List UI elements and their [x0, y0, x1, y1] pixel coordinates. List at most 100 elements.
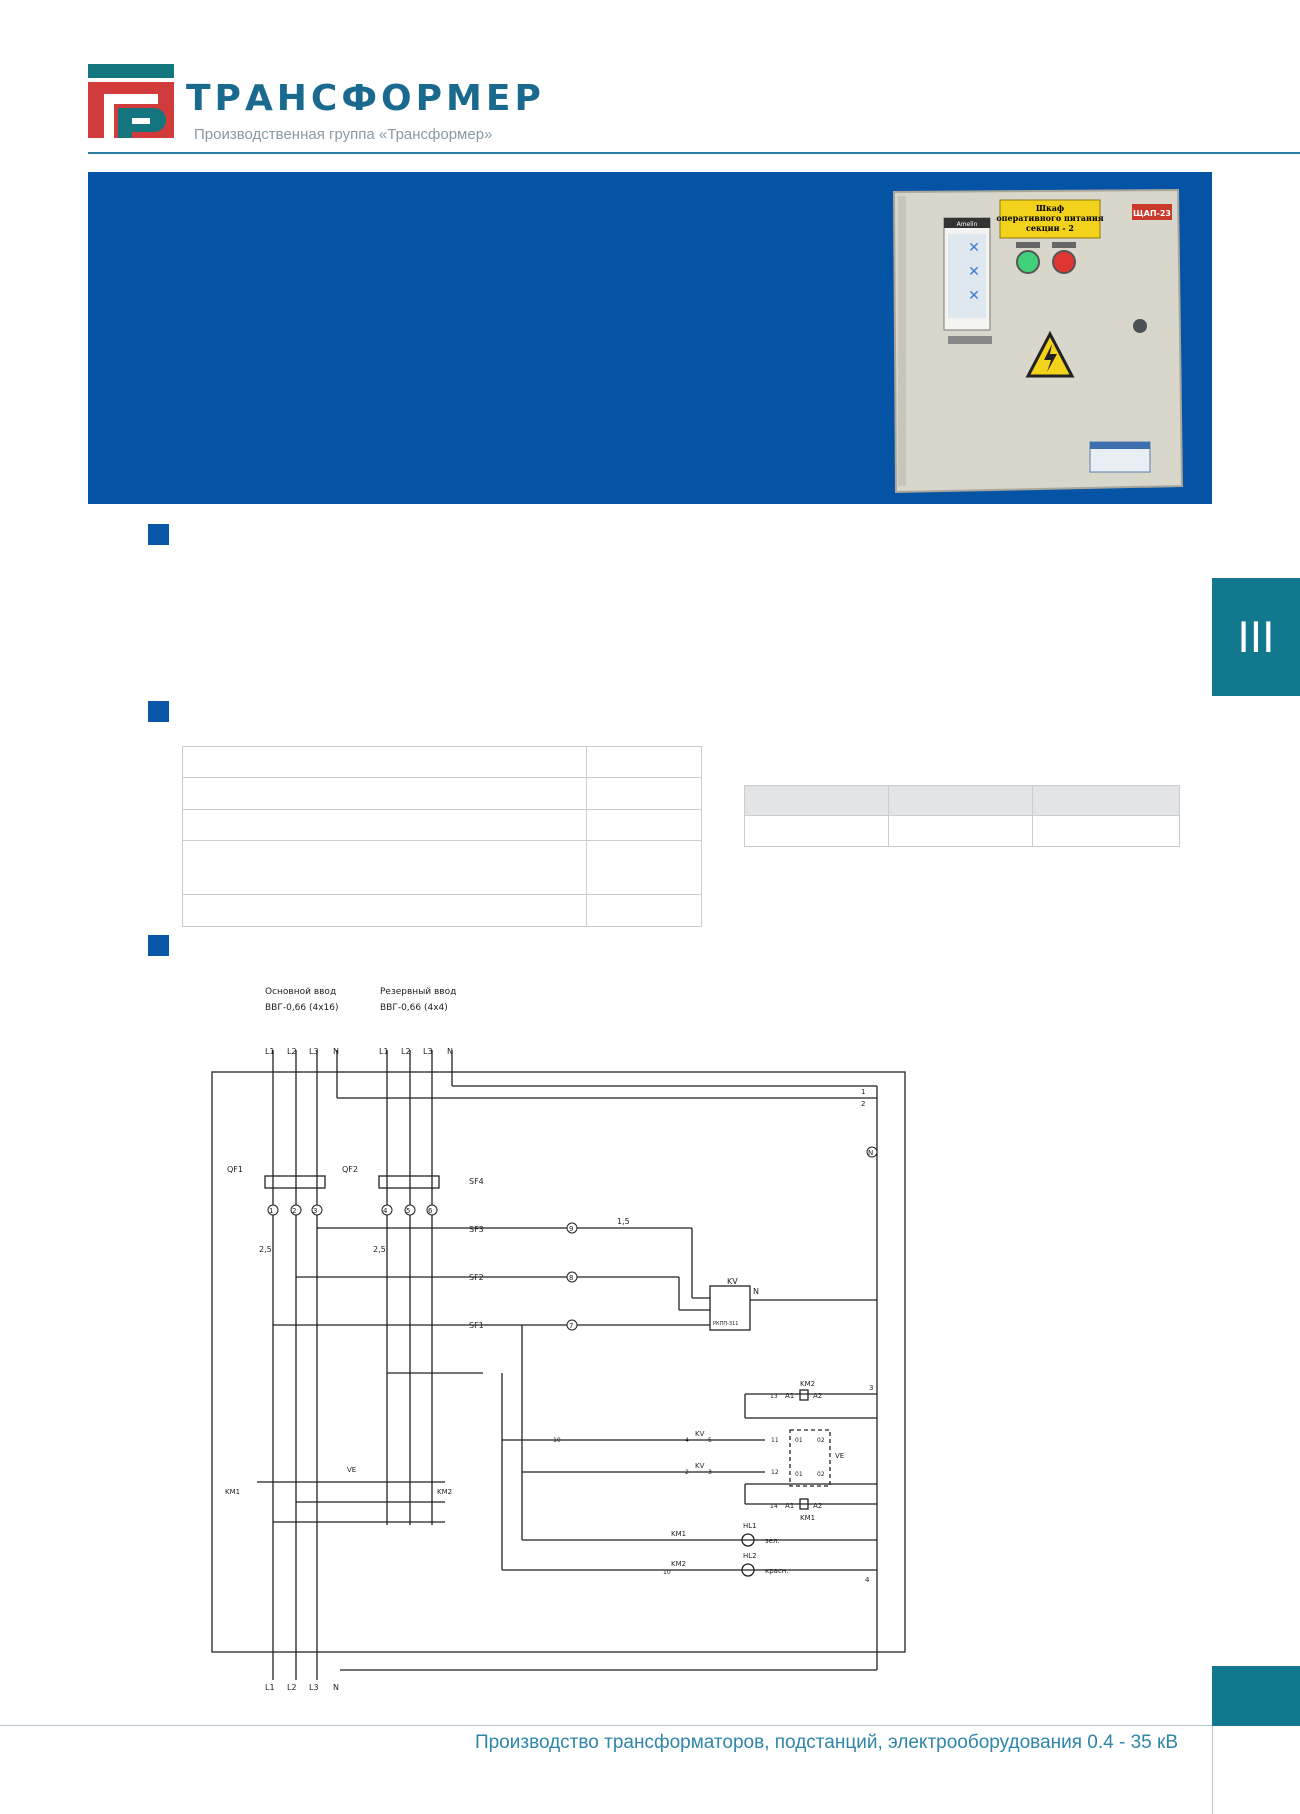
table-row	[181, 840, 702, 895]
brand-name: ТРАНСФОРМЕР	[186, 78, 545, 119]
contactor-label: KM2	[800, 1380, 815, 1388]
table-row	[181, 809, 702, 841]
circuit-marker: 4	[383, 1207, 388, 1215]
footer-vertical-rule	[1212, 1726, 1213, 1814]
marker-number: 12	[771, 1469, 779, 1476]
relay-brand: Amelin	[957, 221, 978, 228]
svg-text:✕: ✕	[968, 287, 980, 303]
contactor-label: KM1	[800, 1514, 815, 1522]
wire-marker: 7	[569, 1322, 573, 1330]
plate-title-line-2: оперативного питания	[996, 213, 1103, 223]
wire-marker: 9	[569, 1225, 573, 1233]
interlock-label: VE	[835, 1452, 844, 1460]
relay-model: РКПП-311	[713, 1321, 738, 1327]
lamp-label: HL1	[743, 1522, 757, 1530]
brand-subtitle: Производственная группа «Трансформер»	[194, 126, 493, 143]
contact-mark: 02	[817, 1437, 825, 1444]
phase-label: N	[333, 1683, 339, 1692]
coil-terminal: A1	[785, 1392, 794, 1400]
wire-section: 2,5	[373, 1245, 386, 1254]
kv-contact-label: KV	[695, 1430, 705, 1438]
table-row	[181, 894, 702, 927]
header-rule	[88, 152, 1300, 154]
auto-switch-label: SF4	[469, 1177, 484, 1186]
main-input-label: Основной ввод	[265, 987, 336, 997]
main-input-cable: ВВГ-0,66 (4х16)	[265, 1003, 339, 1013]
phase-label: L3	[309, 1047, 319, 1056]
lamp-label: HL2	[743, 1552, 757, 1560]
circuit-marker: 2	[292, 1207, 296, 1215]
svg-text:✕: ✕	[968, 263, 980, 279]
phase-label: L3	[309, 1683, 319, 1692]
terminal-number: 3	[869, 1384, 873, 1392]
footer-text: Производство трансформаторов, подстанций…	[474, 1732, 1178, 1753]
section-marker-schematic	[148, 935, 169, 956]
contactor-label: KM1	[225, 1488, 240, 1496]
marker-number: 14	[770, 1503, 778, 1510]
kv-contact-number: 2	[685, 1469, 689, 1476]
circuit-marker: 3	[313, 1207, 317, 1215]
contact-mark: 01	[795, 1437, 803, 1444]
plate-title-line-3: секции - 2	[1026, 223, 1074, 233]
terminal-number: 4	[865, 1576, 870, 1584]
coil-terminal: A1	[785, 1502, 794, 1510]
contactor-label: KM2	[671, 1560, 686, 1568]
phase-label: N	[333, 1047, 339, 1056]
phase-label: L3	[423, 1047, 433, 1056]
footer-rule	[0, 1725, 1212, 1726]
kv-contact-number: 3	[708, 1469, 712, 1476]
lamp-red-label: красн.	[765, 1567, 789, 1575]
marker-number: 10	[663, 1569, 671, 1576]
relay-neutral: N	[753, 1287, 759, 1296]
svg-text:✕: ✕	[968, 239, 980, 255]
wire-section: 1,5	[617, 1217, 630, 1226]
kv-contact-number: 5	[708, 1437, 712, 1444]
plate-code: ЩАП-23	[1133, 209, 1171, 218]
marker-number: 13	[770, 1393, 778, 1400]
relay-kv-label: KV	[727, 1277, 738, 1286]
chapter-tab-label: III	[1237, 612, 1275, 662]
terminal-number: 2	[861, 1100, 865, 1108]
marker-number: 11	[771, 1437, 779, 1444]
company-logo	[88, 64, 174, 138]
wiring-schematic: Основной ввод ВВГ-0,66 (4х16) Резервный …	[211, 987, 906, 1692]
kv-contact-number: 4	[685, 1437, 689, 1444]
table-header-row	[743, 785, 1181, 816]
neutral-mark: N	[868, 1149, 873, 1157]
circuit-marker: 1	[269, 1207, 273, 1215]
section-marker-description	[148, 524, 169, 545]
table-row	[181, 777, 702, 810]
phase-label: L2	[401, 1047, 411, 1056]
chapter-tab: III	[1212, 578, 1300, 696]
table-row	[181, 746, 702, 778]
marker-number: 10	[553, 1437, 561, 1444]
auto-switch-label: SF1	[469, 1321, 484, 1330]
kv-contact-label: KV	[695, 1462, 705, 1470]
breaker-label: QF1	[227, 1165, 243, 1174]
phase-label: N	[447, 1047, 453, 1056]
breaker-label: QF2	[342, 1165, 358, 1174]
auto-switch-label: SF3	[469, 1225, 484, 1234]
footer-tab	[1212, 1666, 1300, 1726]
coil-terminal: A2	[813, 1502, 822, 1510]
circuit-marker: 6	[428, 1207, 433, 1215]
terminal-number: 1	[861, 1088, 865, 1096]
phase-label: L1	[265, 1683, 275, 1692]
coil-terminal: A2	[813, 1392, 822, 1400]
interlock-label: VE	[347, 1466, 356, 1474]
phase-label: L2	[287, 1683, 297, 1692]
lamp-green-label: зел.	[765, 1537, 780, 1545]
contact-mark: 01	[795, 1471, 803, 1478]
reserve-input-label: Резервный ввод	[380, 987, 456, 997]
contact-mark: 02	[817, 1471, 825, 1478]
phase-label: L1	[265, 1047, 275, 1056]
circuit-marker: 5	[406, 1207, 410, 1215]
phase-label: L2	[287, 1047, 297, 1056]
specs-table	[181, 746, 702, 927]
wire-marker: 8	[569, 1274, 573, 1282]
contactor-label: KM2	[437, 1488, 452, 1496]
reserve-input-cable: ВВГ-0,66 (4х4)	[380, 1003, 448, 1013]
section-marker-specs	[148, 701, 169, 722]
auto-switch-label: SF2	[469, 1273, 484, 1282]
plate-title-line-1: Шкаф	[1036, 203, 1064, 213]
